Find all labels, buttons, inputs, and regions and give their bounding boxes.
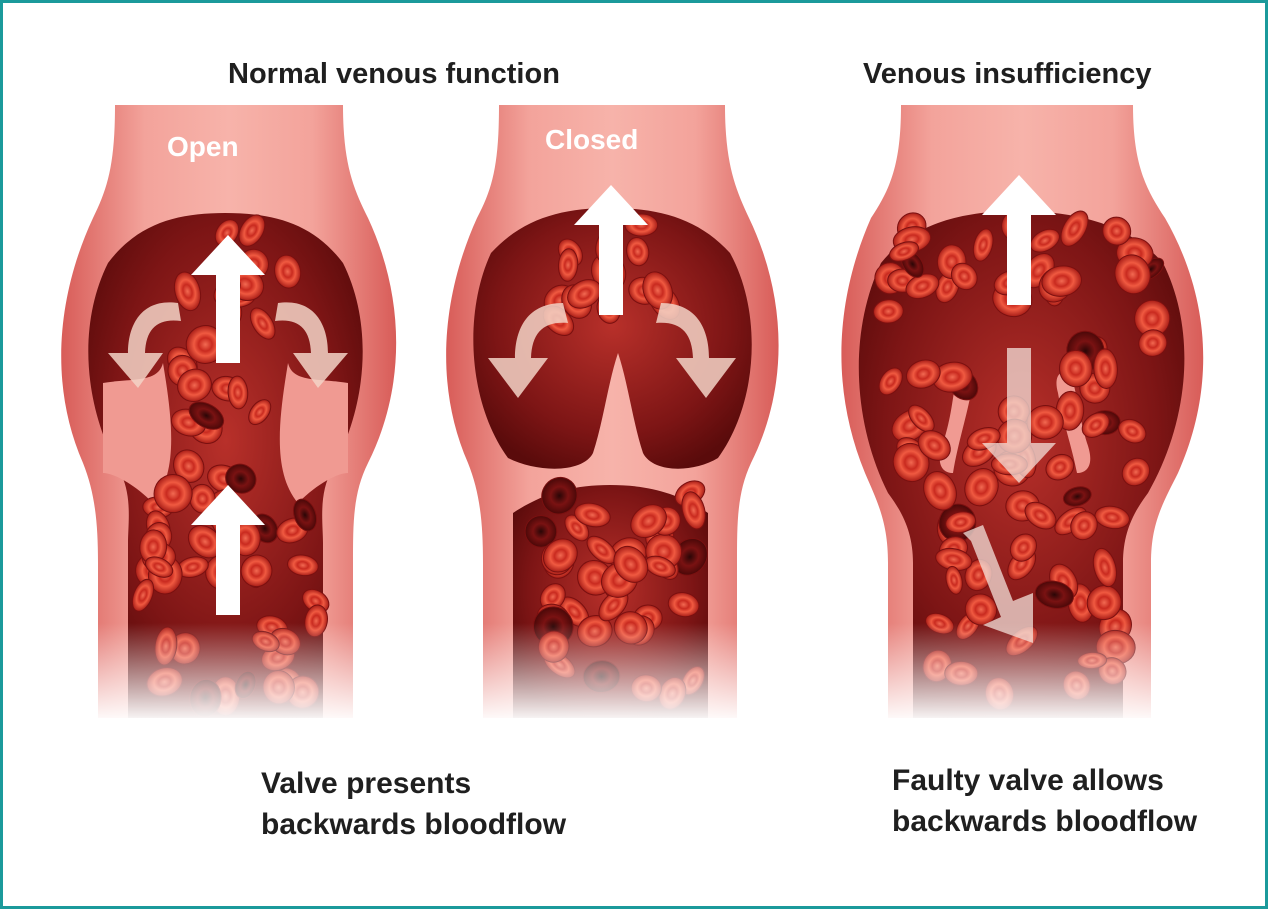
blood-cell [1009,533,1037,562]
blood-cell [1086,585,1122,621]
blood-cell [144,556,174,578]
blood-cell [173,271,202,312]
caption-faulty-line1: Faulty valve allows [892,764,1164,797]
blood-cell [1045,453,1075,481]
blood-cell [878,367,903,396]
blood-cell [1024,501,1057,530]
arrow-up-closed [574,185,648,315]
blood-cell [630,504,667,539]
arrow-curve-right-closed [656,303,736,398]
arrow-up-bottom-open [191,485,265,615]
blood-cell [131,578,155,612]
flow-arrows-open [108,235,348,615]
blood-cell [667,592,700,618]
blood-cell [972,228,994,262]
blood-cell [1117,418,1147,444]
vein-illustration [61,105,1204,723]
blood-cell [873,299,904,324]
blood-cell [945,565,963,595]
blood-cell [153,474,193,514]
blood-cell [945,511,977,534]
blood-cell [964,468,999,507]
blood-cell [1121,457,1151,487]
blood-cell [524,515,558,548]
caption-normal-line2: backwards bloodflow [261,808,567,841]
blood-cell [292,498,318,532]
blood-cell [287,554,319,577]
fade-bottom-2 [463,623,753,723]
blood-cell [1093,348,1118,389]
label-closed: Closed [545,124,639,155]
blood-cell [626,236,650,267]
flow-arrows-closed [488,185,736,398]
fade-bottom-3 [863,623,1173,723]
blood-cell [905,359,941,389]
blood-cell [173,449,205,483]
blood-cell [681,491,706,530]
blood-cell [1070,511,1098,541]
blood-cell [1062,486,1092,507]
blood-cell [964,593,998,626]
blood-cell [1102,216,1132,246]
blood-cell [1081,412,1110,438]
blood-cell [1060,210,1089,247]
fade-bottom-1 [83,623,373,723]
arrow-diagonal-insufficient [963,525,1033,643]
blood-cell [248,399,272,426]
caption-faulty-line2: backwards bloodflow [892,805,1198,838]
blood-cell [1034,580,1074,609]
blood-cell [574,502,611,528]
blood-cell [274,254,302,289]
label-open: Open [167,131,239,162]
blood-cell [227,375,249,410]
blood-cell [923,471,957,511]
blood-cell [1094,505,1130,530]
arrow-curve-right-open [275,302,348,388]
blood-cell [1041,265,1082,297]
blood-cell [1029,228,1060,253]
arrow-down-insufficient [982,348,1056,483]
vein-open-valve-left [103,363,172,503]
blood-cell [541,476,578,515]
caption-normal: Valve presents backwards bloodflow [261,763,566,845]
blood-cell [1114,254,1151,295]
blood-cell [889,241,919,262]
blood-cell [225,463,257,494]
arrow-up-top-open [191,235,265,363]
arrow-curve-left-open [108,302,181,388]
flow-arrows-insufficient [963,175,1056,643]
arrow-curve-left-closed [488,303,568,398]
caption-normal-line1: Valve presents [261,767,472,800]
blood-cell [249,307,276,340]
blood-cell [1092,547,1118,588]
heading-venous-insufficiency: Venous insufficiency [863,58,1152,90]
blood-cell [188,401,225,430]
blood-cell [542,538,578,573]
caption-faulty: Faulty valve allows backwards bloodflow [892,760,1197,842]
blood-cell [557,248,579,282]
blood-cell [917,430,951,461]
blood-cell [238,214,266,247]
blood-cell [240,554,273,588]
blood-cell [1058,349,1093,388]
arrow-up-insufficient [982,175,1056,305]
vein-closed-upper-lumen [473,208,752,469]
blood-cell [177,368,212,402]
heading-normal-function: Normal venous function [228,58,560,90]
blood-cell [1138,329,1168,357]
blood-cell [613,545,649,583]
blood-cell [950,262,978,291]
vein-open-valve-right [279,363,348,503]
